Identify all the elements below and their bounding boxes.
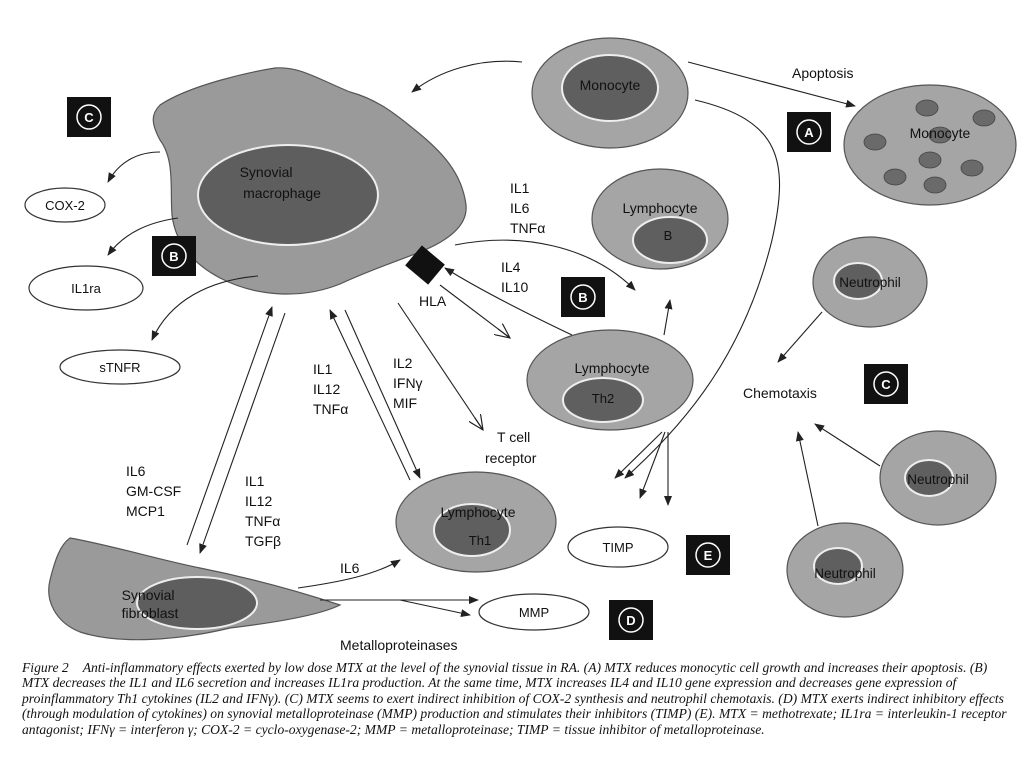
timp-product: TIMP bbox=[567, 526, 669, 568]
chemotaxis-label: Chemotaxis bbox=[743, 385, 817, 401]
badge-b-left: B bbox=[152, 236, 196, 276]
arrow-fibro-to-th1 bbox=[297, 559, 401, 589]
arrows bbox=[107, 60, 881, 618]
arrow-monocyte-to-timp bbox=[624, 99, 781, 479]
il6-fibro-th1-label: IL6 bbox=[340, 560, 360, 576]
monocyte-label: Monocyte bbox=[580, 77, 641, 93]
arrow-fibro-to-metalloproteinases bbox=[399, 599, 471, 618]
arrow-macrophage-to-cox2 bbox=[107, 151, 161, 183]
arrow-neutrophil1-to-chemotaxis bbox=[777, 311, 823, 363]
lymphocyte-b-cell: Lymphocyte B bbox=[591, 168, 729, 270]
lymphocyte-th2-nucleus-label: Th2 bbox=[592, 391, 614, 406]
arrow-monocyte-to-macrophage bbox=[411, 60, 523, 93]
lymphocyte-th2-cell: Lymphocyte Th2 bbox=[526, 329, 694, 431]
lymphocyte-th1-cell: Lymphocyte Th1 bbox=[395, 471, 557, 573]
arrow-th2-to-timp-1 bbox=[639, 431, 666, 499]
stnfr-product: sTNFR bbox=[59, 349, 181, 385]
svg-text:B: B bbox=[578, 290, 587, 305]
mmp-product: MMP bbox=[478, 593, 590, 631]
arrow-hla-to-th2 bbox=[439, 284, 510, 338]
neutrophil-cell-1: Neutrophil bbox=[812, 236, 928, 328]
arrow-macrophage-to-stnfr bbox=[151, 275, 259, 341]
badge-d: D bbox=[609, 600, 653, 640]
neutrophil-2-label: Neutrophil bbox=[907, 472, 969, 487]
figure-label: Figure 2 bbox=[22, 660, 69, 675]
synovial-macrophage-label: Synovial macrophage bbox=[240, 164, 322, 201]
apoptotic-monocyte-label: Monocyte bbox=[910, 125, 971, 141]
arrow-th1-to-macrophage bbox=[329, 309, 411, 481]
arrow-neutrophil2-to-chemotaxis bbox=[814, 423, 881, 467]
svg-text:B: B bbox=[169, 249, 178, 264]
tcell-receptor-label: T cell receptor bbox=[485, 429, 537, 466]
hla-label: HLA bbox=[419, 293, 447, 309]
arrow-th2-to-b bbox=[663, 299, 673, 336]
arrow-hla-to-tcr bbox=[397, 302, 483, 430]
neutrophil-cell-3: Neutrophil bbox=[786, 522, 904, 618]
il1ra-label: IL1ra bbox=[71, 281, 101, 296]
badge-c-right: C bbox=[864, 364, 908, 404]
arrow-monocyte-apoptosis bbox=[687, 61, 856, 108]
cytokines-fibroblast-down: IL1 IL12 TNFα TGFβ bbox=[245, 473, 284, 549]
lymphocyte-b-nucleus-label: B bbox=[664, 228, 673, 243]
apoptotic-monocyte-cell: Monocyte bbox=[843, 84, 1017, 206]
cytokines-th2: IL4 IL10 bbox=[501, 259, 528, 295]
il1ra-product: IL1ra bbox=[28, 265, 144, 311]
arrow-neutrophil3-to-chemotaxis bbox=[795, 431, 819, 527]
badge-a: A bbox=[787, 112, 831, 152]
badge-b-mid: B bbox=[561, 277, 605, 317]
neutrophil-cell-2: Neutrophil bbox=[879, 430, 997, 526]
lymphocyte-th1-label: Lymphocyte bbox=[441, 504, 516, 520]
lymphocyte-b-label: Lymphocyte bbox=[623, 200, 698, 216]
cox2-product: COX-2 bbox=[24, 187, 106, 223]
synovial-fibroblast-cell: Synovial fibroblast bbox=[48, 537, 342, 641]
badge-e: E bbox=[686, 535, 730, 575]
cytokines-fibroblast-up: IL6 GM-CSF MCP1 bbox=[126, 463, 185, 519]
svg-text:D: D bbox=[626, 613, 635, 628]
svg-text:C: C bbox=[881, 377, 891, 392]
arrow-macrophage-to-lymphocyte-b bbox=[454, 239, 636, 291]
cytokines-macrophage-to-b: IL1 IL6 TNFα bbox=[510, 180, 545, 236]
metalloproteinases-label: Metalloproteinases bbox=[340, 637, 458, 653]
caption-text: Anti-inflammatory effects exerted by low… bbox=[22, 660, 1007, 737]
synovial-fibroblast-label: Synovial fibroblast bbox=[122, 587, 179, 621]
stnfr-label: sTNFR bbox=[99, 360, 140, 375]
badge-c-top: C bbox=[67, 97, 111, 137]
monocyte-cell: Monocyte bbox=[531, 37, 689, 149]
svg-text:A: A bbox=[804, 125, 814, 140]
svg-text:C: C bbox=[84, 110, 94, 125]
mmp-label: MMP bbox=[519, 605, 549, 620]
arrow-macrophage-to-fibro bbox=[199, 312, 286, 554]
neutrophil-1-label: Neutrophil bbox=[839, 275, 901, 290]
arrow-macrophage-to-il1ra bbox=[107, 217, 179, 256]
lymphocyte-th2-label: Lymphocyte bbox=[575, 360, 650, 376]
arrow-macrophage-to-th1 bbox=[344, 309, 421, 479]
synovial-macrophage-cell: Synovial macrophage bbox=[152, 67, 467, 295]
cox2-label: COX-2 bbox=[45, 198, 85, 213]
timp-label: TIMP bbox=[602, 540, 633, 555]
cytokines-th1-out: IL2 IFNγ MIF bbox=[393, 355, 426, 411]
hla-receptor bbox=[405, 245, 445, 285]
svg-text:E: E bbox=[704, 548, 713, 563]
arrow-th2-to-timp-3 bbox=[614, 431, 663, 479]
lymphocyte-th1-nucleus-label: Th1 bbox=[469, 533, 491, 548]
apoptosis-label: Apoptosis bbox=[792, 65, 853, 81]
cytokines-macrophage-th1: IL1 IL12 TNFα bbox=[313, 361, 348, 417]
arrow-fibro-to-macrophage bbox=[186, 306, 273, 546]
arrow-th2-to-hla bbox=[444, 267, 573, 336]
neutrophil-3-label: Neutrophil bbox=[814, 566, 876, 581]
